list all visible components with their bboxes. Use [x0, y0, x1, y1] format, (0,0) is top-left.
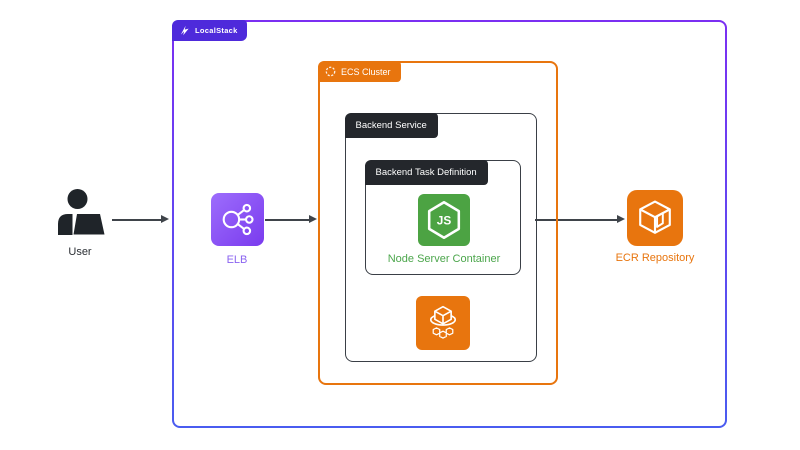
- ecs-cluster-badge-label: ECS Cluster: [341, 66, 391, 77]
- localstack-badge-label: LocalStack: [195, 26, 238, 35]
- ecr-repository-label: ECR Repository: [615, 252, 695, 264]
- arrow-service-to-ecr: [535, 218, 618, 221]
- user-label: User: [68, 246, 92, 258]
- arrowhead-service-to-ecr: [617, 215, 625, 223]
- backend-service-box: Backend Service Backend Task Definition …: [344, 112, 537, 362]
- nodejs-hexagon-glyph: JS: [427, 200, 461, 240]
- backend-task-definition-badge: Backend Task Definition: [364, 159, 488, 185]
- backend-task-definition-badge-label: Backend Task Definition: [375, 166, 477, 178]
- arrow-elb-to-cluster: [265, 218, 310, 221]
- ecr-cube-glyph: [639, 200, 671, 234]
- arrowhead-user-to-localstack: [161, 215, 169, 223]
- user-icon: [58, 189, 105, 235]
- localstack-logo-icon: [180, 25, 189, 36]
- arrowhead-elb-to-cluster: [309, 215, 317, 223]
- ecs-cluster-icon: [325, 66, 336, 77]
- nodejs-icon: JS: [418, 194, 470, 246]
- backend-task-definition-box: Backend Task Definition JS Node Server C…: [364, 159, 521, 275]
- load-balancer-glyph: [222, 203, 254, 236]
- backend-service-badge-label: Backend Service: [355, 119, 427, 131]
- backend-service-badge: Backend Service: [344, 112, 438, 138]
- ecr-repository-icon: [627, 190, 683, 246]
- arrow-user-to-localstack: [112, 218, 162, 221]
- ecs-glyph: [429, 305, 457, 339]
- node-server-container-label: Node Server Container: [387, 253, 501, 265]
- svg-text:JS: JS: [437, 214, 452, 228]
- ecs-service-icon: [416, 296, 470, 350]
- ecs-cluster-badge: ECS Cluster: [318, 61, 401, 82]
- ecs-cluster-box: ECS Cluster Backend Service Backend Task…: [318, 61, 558, 385]
- elb-label: ELB: [226, 254, 248, 266]
- localstack-badge: LocalStack: [172, 20, 247, 41]
- elb-icon: [211, 193, 264, 246]
